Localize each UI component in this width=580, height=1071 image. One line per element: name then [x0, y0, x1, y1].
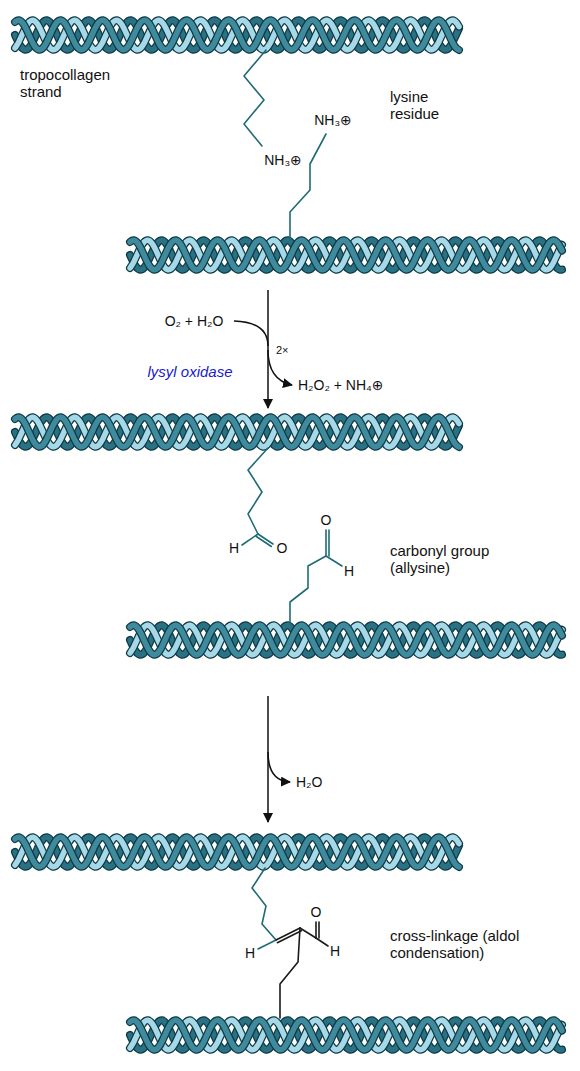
atom-label: H [344, 563, 354, 579]
helix-strand [15, 20, 459, 50]
strand-outline [130, 240, 562, 270]
collagen-helices [15, 20, 562, 1050]
helix-strand [130, 1020, 562, 1050]
bond-line [316, 938, 328, 946]
bond-line [258, 940, 276, 949]
triple-helix [130, 625, 562, 655]
strand-outline [130, 240, 562, 270]
helix-strand [15, 837, 459, 867]
helix-strand [130, 625, 562, 655]
strand-outline [130, 625, 562, 655]
strand-outline [15, 417, 459, 447]
helix-strand [130, 240, 562, 270]
strand-outline [130, 1020, 562, 1050]
helix-strand [130, 240, 562, 270]
helix-strand [130, 240, 562, 270]
triple-helix [15, 837, 459, 867]
residue-label: lysine residue [390, 88, 470, 123]
strand-outline [15, 837, 459, 867]
strand-outline [130, 625, 562, 655]
crosslink-label: cross-linkage (aldol condensation) [390, 927, 555, 962]
strand-outline [15, 20, 459, 50]
enzyme-name: lysyl oxidase [147, 363, 232, 380]
byproduct: H₂O [296, 774, 322, 790]
helix-strand [15, 417, 459, 447]
helix-strand [15, 837, 459, 867]
helix-strand [130, 1020, 562, 1050]
atom-label: O [321, 512, 332, 528]
strand-outline [130, 1020, 562, 1050]
triple-helix [15, 417, 459, 447]
reaction-arrow [267, 290, 269, 408]
triple-helix [15, 20, 459, 50]
strand-outline [130, 240, 562, 270]
group-label: carbonyl group (allysine) [390, 542, 525, 577]
triple-helix [130, 240, 562, 270]
helix-strand [15, 417, 459, 447]
allysine-chain [248, 448, 268, 534]
strand-outline [15, 837, 459, 867]
double-bond [318, 922, 320, 938]
helix-strand [130, 1020, 562, 1050]
helix-strand [15, 20, 459, 50]
atom-label: O [311, 904, 322, 920]
atom-label: H [229, 540, 239, 556]
double-bond [315, 922, 317, 938]
byproducts: H₂O₂ + NH₄⊕ [298, 377, 384, 393]
strand-outline [130, 625, 562, 655]
reaction-arrows [234, 290, 292, 822]
reagents: O₂ + H₂O [165, 313, 224, 329]
helix-strand [15, 20, 459, 50]
bond-line [242, 534, 258, 545]
helix-strand [15, 837, 459, 867]
lysine-chain [290, 134, 326, 240]
crosslink-chain [252, 868, 276, 940]
strand-outline [15, 837, 459, 867]
helix-strand [130, 625, 562, 655]
double-bond [277, 931, 301, 943]
stoichiometry: 2× [276, 344, 289, 357]
double-bond [328, 530, 330, 556]
amino-group: NH₃⊕ [264, 152, 302, 168]
double-bond [325, 530, 327, 556]
strand-outline [130, 1020, 562, 1050]
crosslink-chain [280, 928, 300, 1018]
bond-line [300, 928, 316, 938]
helix-strand [130, 625, 562, 655]
allysine-chain [290, 556, 326, 624]
side-chains [242, 50, 342, 1018]
product-curve [268, 752, 290, 782]
strand-outline [15, 20, 459, 50]
strand-outline [15, 20, 459, 50]
atom-label: H [330, 943, 340, 959]
double-bond [256, 536, 271, 546]
bond-line [326, 556, 342, 566]
atom-label: H [245, 945, 255, 961]
strand-outline [15, 417, 459, 447]
amino-group: NH₃⊕ [314, 112, 352, 128]
strand-label: tropocollagen strand [20, 66, 135, 101]
lysine-chain [244, 50, 266, 146]
strand-outline [15, 417, 459, 447]
helix-strand [15, 417, 459, 447]
triple-helix [130, 1020, 562, 1050]
reagent-curve [234, 321, 268, 346]
atom-label: O [277, 540, 288, 556]
